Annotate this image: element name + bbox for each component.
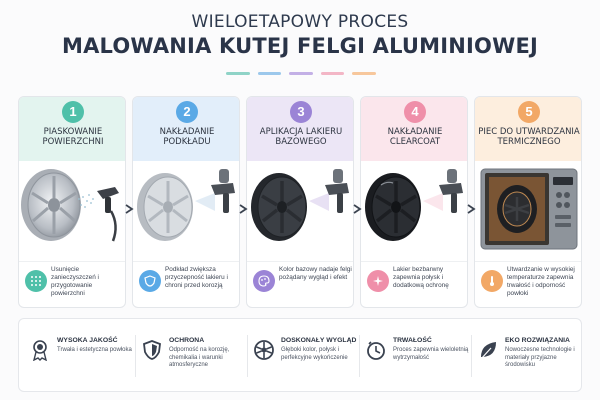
spray-gun-icon — [325, 169, 349, 213]
feature-text: Proces zapewnia wieloletnią wytrzymałość — [393, 347, 469, 361]
arrow-right-icon — [125, 204, 134, 214]
award-medal-icon — [33, 340, 47, 361]
step-description-box: Lakier bezbarwny zapewnia połysk i dodat… — [361, 261, 467, 307]
step-description: Utwardzanie w wysokiej temperaturze zape… — [507, 266, 575, 297]
shield-icon — [143, 340, 161, 360]
clearcoat-illustration — [361, 161, 467, 257]
title-line-1: WIELOETAPOWY PROCES — [191, 12, 409, 32]
sandblasting-illustration — [19, 161, 125, 257]
divider-dash — [226, 72, 250, 75]
divider-dash — [289, 72, 313, 75]
step-description: Podkład zwiększa przyczepność lakieru i … — [165, 266, 228, 289]
step-header: 3 APLIKACJA LAKIERU BAZOWEGO — [247, 97, 353, 161]
feature-text: Głęboki kolor, połysk i perfekcyjne wyko… — [281, 347, 348, 361]
palette-icon — [253, 270, 275, 292]
feature-eco: EKO ROZWIĄZANIA Nowoczesne technologie i… — [471, 329, 583, 385]
arrow-right-icon — [353, 204, 362, 214]
shield-icon — [139, 270, 161, 292]
divider — [471, 335, 472, 377]
step-header: 2 NAKŁADANIE PODKŁADU — [133, 97, 239, 161]
step-number: 3 — [290, 101, 312, 123]
feature-title: WYSOKA JAKOŚĆ — [57, 337, 118, 344]
divider-dash — [352, 72, 376, 75]
step-title: NAKŁADANIE PODKŁADU — [159, 127, 215, 147]
step-card-5: 5 PIEC DO UTWARDZANIA TERMICZNEGO — [474, 96, 582, 308]
step-card-2: 2 NAKŁADANIE PODKŁADU — [132, 96, 240, 308]
step-card-4: 4 NAKŁADANIE CLEARCOAT — [360, 96, 468, 308]
feature-title: EKO ROZWIĄZANIA — [505, 337, 570, 344]
divider — [359, 335, 360, 377]
title-line-2: MALOWANIA KUTEJ FELGI ALUMINIOWEJ — [61, 34, 539, 58]
step-description: Kolor bazowy nadaje felgi pożądany wyglą… — [279, 266, 352, 281]
feature-title: TRWAŁOŚĆ — [393, 337, 432, 344]
step-description-box: Kolor bazowy nadaje felgi pożądany wyglą… — [247, 261, 353, 307]
wheel-icon — [254, 340, 274, 360]
divider-dash — [257, 72, 282, 75]
step-card-1: 1 PIASKOWANIE POWIERZCHNI — [18, 96, 126, 308]
feature-text: Trwała i estetyczna powłoka — [57, 347, 132, 353]
benefits-bar: WYSOKA JAKOŚĆ Trwała i estetyczna powłok… — [18, 318, 582, 392]
sandblast-gun-icon — [97, 187, 119, 242]
step-description: Usunięcie zanieczyszczeń i przygotowanie… — [51, 266, 99, 297]
arrow-right-icon — [467, 204, 476, 214]
divider-dash — [320, 72, 345, 75]
step-title: NAKŁADANIE CLEARCOAT — [387, 127, 443, 147]
feature-text: Odporność na korozję, chemikalia i warun… — [169, 347, 230, 369]
leaf-icon — [480, 342, 496, 360]
feature-title: DOSKONAŁY WYGLĄD — [281, 337, 357, 344]
step-card-3: 3 APLIKACJA LAKIERU BAZOWEGO — [246, 96, 354, 308]
step-number: 4 — [404, 101, 426, 123]
step-description-box: Utwardzanie w wysokiej temperaturze zape… — [475, 261, 581, 307]
step-header: 4 NAKŁADANIE CLEARCOAT — [361, 97, 467, 161]
clock-icon — [367, 341, 385, 360]
feature-durability: TRWAŁOŚĆ Proces zapewnia wieloletnią wyt… — [359, 329, 471, 385]
feature-perfect-look: DOSKONAŁY WYGLĄD Głęboki kolor, połysk i… — [247, 329, 359, 385]
step-number: 1 — [62, 101, 84, 123]
sparkle-icon — [367, 270, 389, 292]
spray-gun-icon — [439, 169, 463, 213]
title-divider — [226, 72, 376, 76]
step-number: 2 — [176, 101, 198, 123]
feature-protection: OCHRONA Odporność na korozję, chemikalia… — [135, 329, 247, 385]
process-steps: 1 PIASKOWANIE POWIERZCHNI — [18, 96, 582, 308]
step-description-box: Usunięcie zanieczyszczeń i przygotowanie… — [19, 261, 125, 307]
step-title: APLIKACJA LAKIERU BAZOWEGO — [259, 127, 343, 147]
thermometer-icon — [481, 270, 503, 292]
primer-illustration — [133, 161, 239, 257]
feature-title: OCHRONA — [169, 337, 205, 344]
spray-gun-icon — [211, 169, 235, 213]
step-number: 5 — [518, 101, 540, 123]
step-title: PIASKOWANIE POWIERZCHNI — [42, 127, 104, 147]
feature-high-quality: WYSOKA JAKOŚĆ Trwała i estetyczna powłok… — [23, 329, 135, 385]
step-header: 1 PIASKOWANIE POWIERZCHNI — [19, 97, 125, 161]
divider — [247, 335, 248, 377]
dots-texture-icon — [25, 270, 47, 292]
curing-oven-illustration — [475, 161, 581, 257]
step-description: Lakier bezbarwny zapewnia połysk i dodat… — [393, 266, 449, 289]
feature-text: Nowoczesne technologie i materiały przyj… — [505, 347, 575, 369]
arrow-right-icon — [239, 204, 248, 214]
base-coat-illustration — [247, 161, 353, 257]
divider — [135, 335, 136, 377]
step-title: PIEC DO UTWARDZANIA TERMICZNEGO — [478, 127, 580, 147]
step-description-box: Podkład zwiększa przyczepność lakieru i … — [133, 261, 239, 307]
step-header: 5 PIEC DO UTWARDZANIA TERMICZNEGO — [475, 97, 581, 161]
